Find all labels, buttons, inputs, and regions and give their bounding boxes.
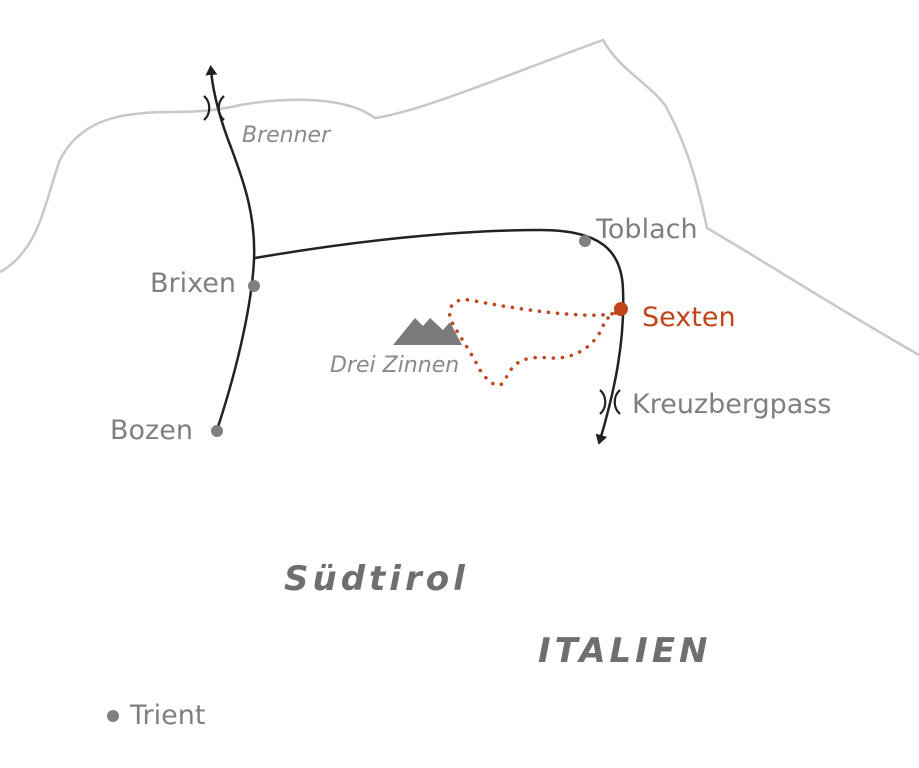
- city-dot-trient: [107, 710, 119, 722]
- label-sexten: Sexten: [642, 302, 736, 333]
- city-dot-bozen: [211, 425, 223, 437]
- label-suedtirol: Südtirol: [284, 559, 469, 599]
- mountain-icon: [393, 318, 462, 345]
- city-dot-toblach: [579, 235, 591, 247]
- mountain-pass-icon: [203, 95, 225, 121]
- label-brixen: Brixen: [150, 268, 236, 299]
- label-bozen: Bozen: [110, 415, 193, 446]
- city-dot-brixen: [248, 280, 260, 292]
- label-toblach: Toblach: [595, 214, 698, 245]
- label-italien: ITALIEN: [538, 631, 712, 671]
- city-dot-sexten: [614, 302, 628, 316]
- label-brenner: Brenner: [242, 123, 332, 148]
- mountain-pass-icon: [599, 389, 621, 415]
- label-kreuzbergpass: Kreuzbergpass: [632, 389, 831, 420]
- hiking-route: [447, 297, 625, 387]
- label-drei-zinnen: Drei Zinnen: [330, 353, 459, 378]
- country-border: [0, 38, 919, 357]
- label-trient: Trient: [129, 700, 205, 731]
